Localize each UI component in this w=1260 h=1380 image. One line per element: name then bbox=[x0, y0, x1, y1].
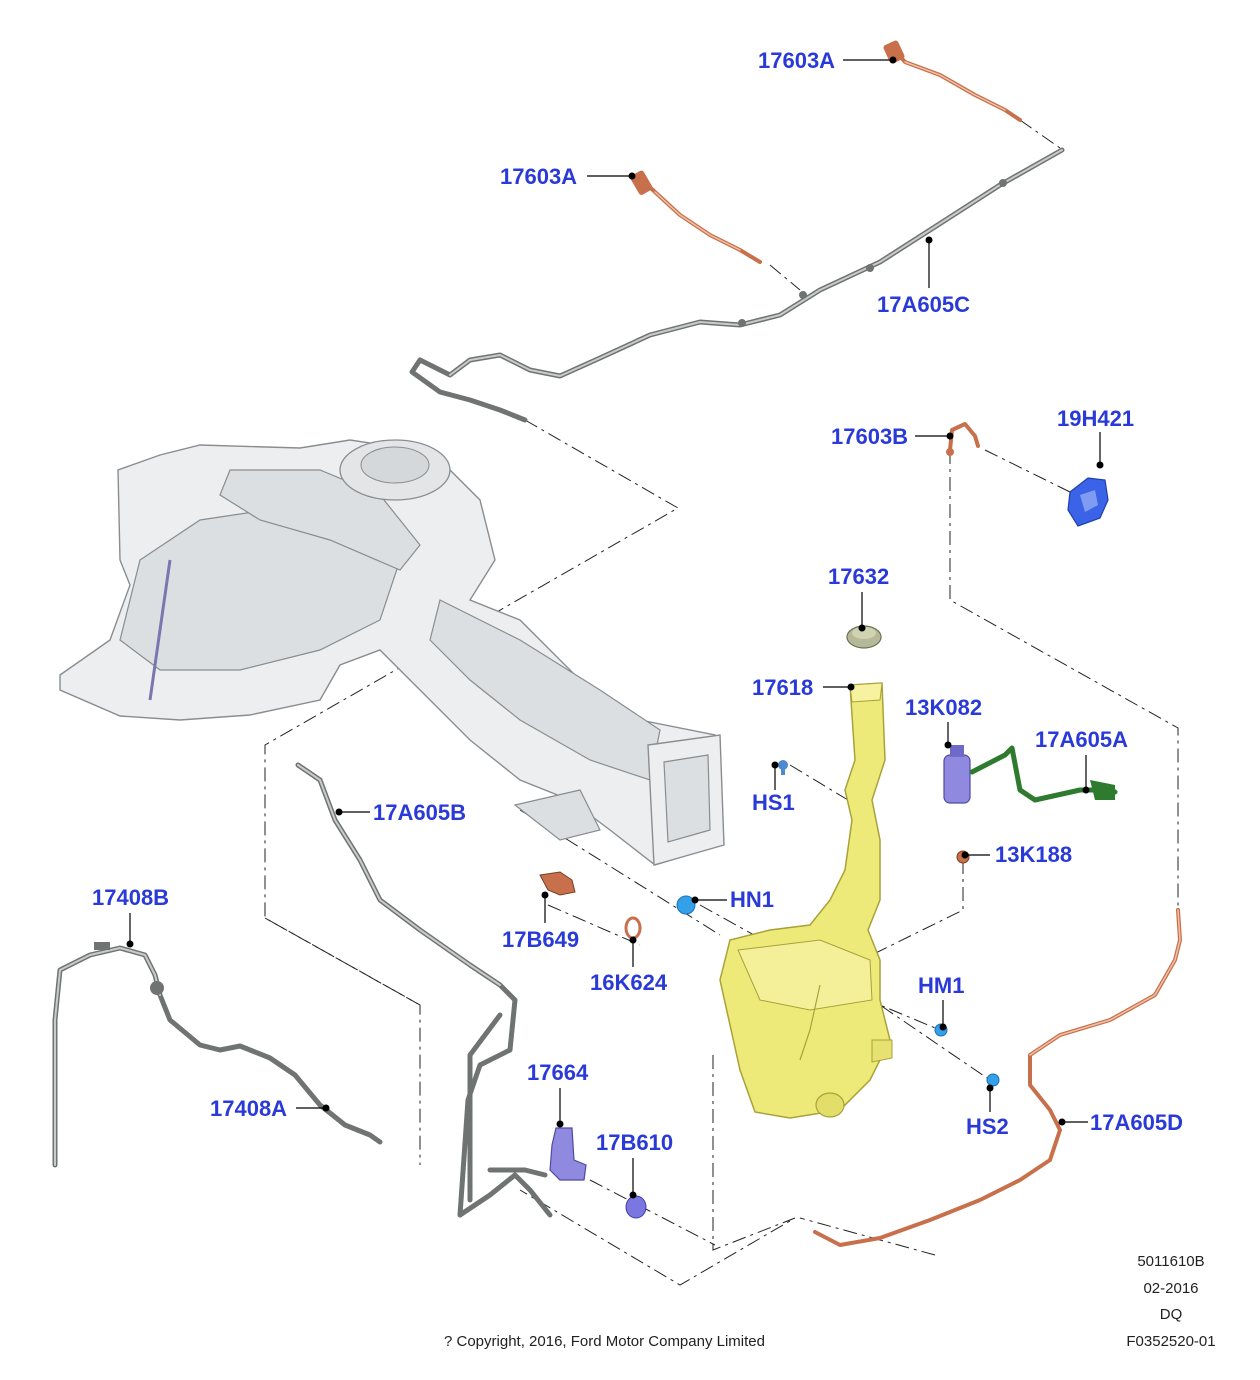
callout-17B610: 17B610 bbox=[596, 1130, 673, 1155]
callout-19H421: 19H421 bbox=[1057, 406, 1134, 431]
callout-17618: 17618 bbox=[752, 675, 813, 700]
grommet-17B610 bbox=[625, 1195, 647, 1219]
hose-17408B bbox=[52, 942, 383, 1168]
callout-HN1: HN1 bbox=[730, 887, 774, 912]
hose-17A605C bbox=[409, 147, 1065, 423]
callout-HS2: HS2 bbox=[966, 1114, 1009, 1139]
hose-17A605B bbox=[295, 762, 553, 1218]
drawing-code: DQ bbox=[1160, 1306, 1183, 1323]
callout-17603A-top: 17603A bbox=[758, 48, 835, 73]
hose-17A605A bbox=[969, 745, 1118, 803]
callout-13K082: 13K082 bbox=[905, 695, 982, 720]
seal-16K624 bbox=[624, 916, 642, 940]
jet-17603B bbox=[946, 422, 980, 456]
callout-17603B: 17603B bbox=[831, 424, 908, 449]
callout-13K188: 13K188 bbox=[995, 842, 1072, 867]
drawing-date: 02-2016 bbox=[1143, 1280, 1198, 1297]
jet-17603A-mid bbox=[630, 170, 762, 264]
screw-HS1 bbox=[778, 760, 788, 775]
connector-17B649 bbox=[539, 871, 576, 896]
callout-HS1: HS1 bbox=[752, 790, 795, 815]
callout-17A605B: 17A605B bbox=[373, 800, 466, 825]
callout-labels: 17603A 17603A 17A605C 17603B 19H421 1763… bbox=[92, 48, 1183, 1155]
callout-17664: 17664 bbox=[527, 1060, 589, 1085]
callout-HM1: HM1 bbox=[918, 973, 964, 998]
copyright-text: ? Copyright, 2016, Ford Motor Company Li… bbox=[444, 1333, 765, 1350]
callout-17408A: 17408A bbox=[210, 1096, 287, 1121]
front-body-structure bbox=[59, 439, 725, 866]
pump-13K082 bbox=[943, 745, 971, 804]
nut-HN1 bbox=[676, 895, 696, 915]
figure-id: F0352520-01 bbox=[1126, 1333, 1215, 1350]
callout-17603A-mid: 17603A bbox=[500, 164, 577, 189]
callout-17A605A: 17A605A bbox=[1035, 727, 1128, 752]
hose-17A605D bbox=[813, 908, 1182, 1247]
pump-17664 bbox=[549, 1127, 587, 1181]
reservoir-cap-17632 bbox=[846, 625, 882, 649]
callout-17A605D: 17A605D bbox=[1090, 1110, 1183, 1135]
assembly-guide-lines bbox=[264, 119, 1179, 1286]
screw-HS2 bbox=[986, 1073, 1000, 1087]
callout-17408B: 17408B bbox=[92, 885, 169, 910]
washer-reservoir-17618 bbox=[719, 682, 893, 1119]
callout-17B649: 17B649 bbox=[502, 927, 579, 952]
bracket-19H421 bbox=[1067, 477, 1109, 527]
drawing-footer: 5011610B 02-2016 DQ F0352520-01 ? Copyri… bbox=[444, 1253, 1216, 1350]
callout-16K624: 16K624 bbox=[590, 970, 668, 995]
callout-17632: 17632 bbox=[828, 564, 889, 589]
drawing-number: 5011610B bbox=[1137, 1253, 1204, 1270]
leader-lines bbox=[126, 56, 1104, 1199]
callout-17A605C: 17A605C bbox=[877, 292, 970, 317]
jet-17603A-top bbox=[883, 40, 1022, 122]
